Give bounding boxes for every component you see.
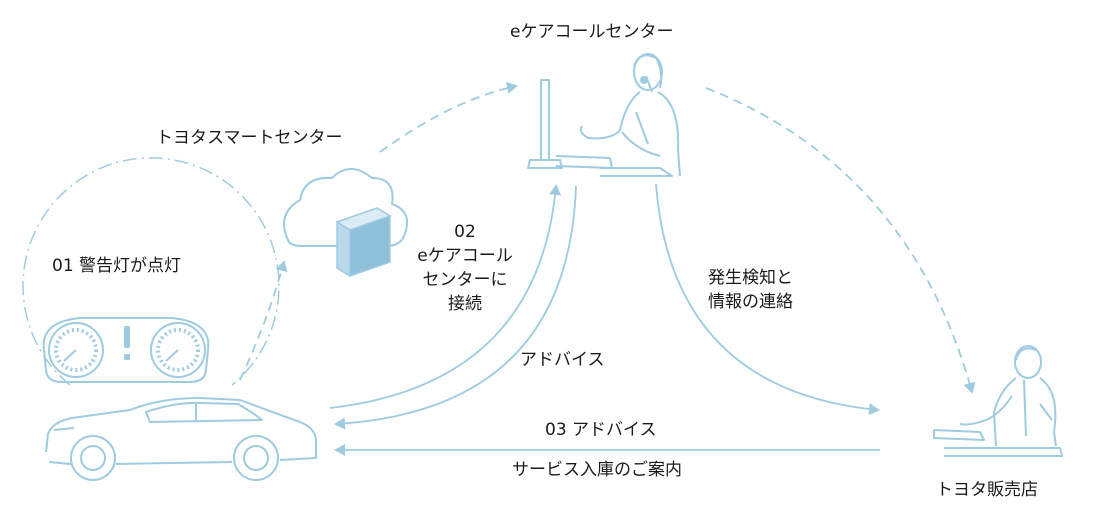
detect-line1: 発生検知と bbox=[708, 268, 793, 288]
service-label: サービス入庫のご案内 bbox=[512, 460, 682, 480]
step03-label: 03 アドバイス bbox=[545, 420, 657, 440]
step01-label: 01 警告灯が点灯 bbox=[52, 256, 182, 276]
detect-line2: 情報の連絡 bbox=[708, 292, 793, 312]
advice-label: アドバイス bbox=[520, 350, 605, 370]
dealer-staff-icon bbox=[933, 345, 1063, 457]
step02-label: 02 eケアコール センターに 接続 bbox=[407, 220, 523, 316]
dashboard-gauges-icon bbox=[42, 317, 210, 383]
step02-number: 02 bbox=[454, 222, 476, 242]
call-center-label: eケアコールセンター bbox=[510, 22, 674, 42]
dealer-label: トヨタ販売店 bbox=[936, 480, 1038, 500]
cloud-server-icon bbox=[283, 168, 408, 278]
step02-line4: 接続 bbox=[448, 294, 482, 314]
arrow-callcenter-to-car bbox=[334, 185, 577, 430]
arrow-callcenter-to-dealer-solid bbox=[655, 183, 880, 416]
arrow-car-to-callcenter bbox=[329, 184, 562, 409]
dashboard-circle-outline bbox=[22, 157, 280, 386]
step02-line3: センターに bbox=[422, 270, 508, 290]
detect-label: 発生検知と 情報の連絡 bbox=[708, 266, 793, 314]
warning-exclamation-icon bbox=[124, 326, 130, 360]
arrow-callcenter-to-dealer bbox=[705, 87, 976, 394]
car-icon bbox=[45, 397, 317, 481]
arrow-car-to-cloud bbox=[239, 260, 288, 381]
operator-icon bbox=[527, 53, 681, 177]
smart-center-label: トヨタスマートセンター bbox=[156, 128, 343, 148]
step02-line2: eケアコール bbox=[417, 246, 513, 266]
arrow-cloud-to-callcenter bbox=[379, 82, 518, 153]
